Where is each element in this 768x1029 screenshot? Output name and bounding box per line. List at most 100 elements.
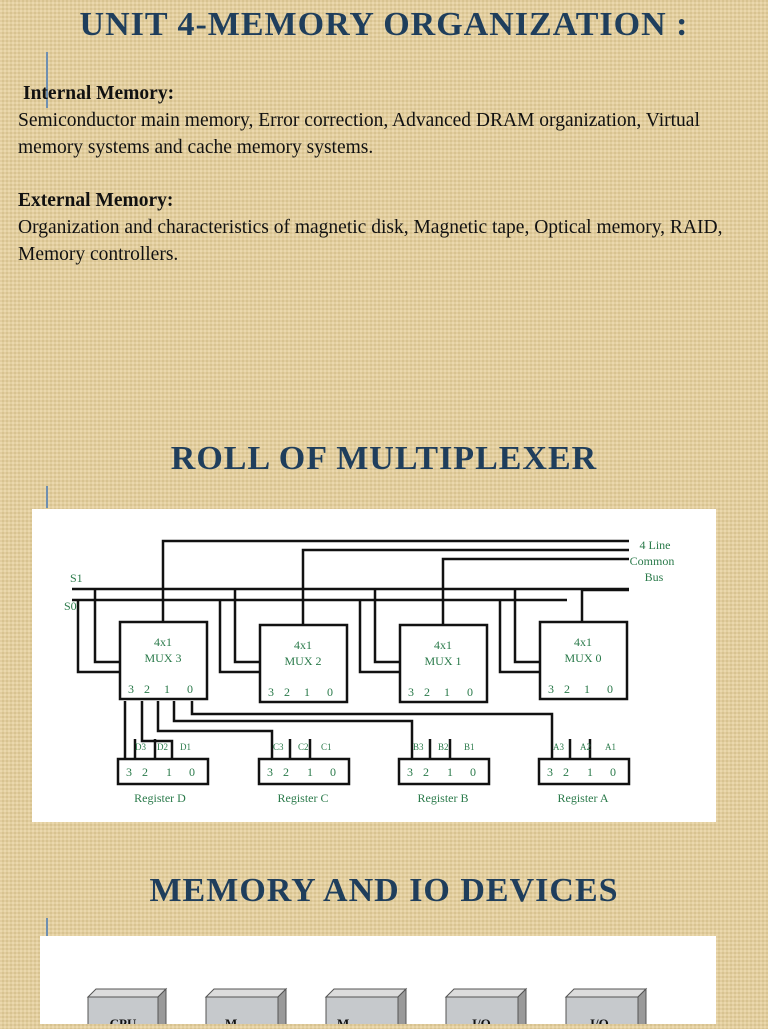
mux-3-box: [118, 620, 209, 701]
mux-3-input-1: 1: [164, 682, 170, 696]
register-a-digit-2: 2: [563, 765, 569, 779]
register-c-bit-1: C1: [321, 742, 332, 752]
io-1-label: I/O: [472, 1016, 491, 1024]
register-b-digit-0: 0: [470, 765, 476, 779]
register-d-digit-1: 1: [166, 765, 172, 779]
register-b-bit-3: B3: [413, 742, 424, 752]
slide-accent-line: [46, 486, 48, 508]
register-c: C3 C2 C1 3 2 1 0 Register C: [257, 742, 351, 805]
register-a-bit-3: A3: [553, 742, 564, 752]
memory-box-2: M: [324, 987, 408, 1029]
io-box-2: I/O: [564, 987, 648, 1029]
register-c-digit-0: 0: [330, 765, 336, 779]
memory-io-diagram: CPU M M I/O I/O: [86, 987, 648, 1029]
register-d-digit-2: 2: [142, 765, 148, 779]
io-box-1: I/O: [444, 987, 528, 1029]
register-b-box: [397, 757, 491, 786]
register-c-bit-3: C3: [273, 742, 284, 752]
mux-1-input-2: 2: [424, 685, 430, 699]
slide-title-memory-organization: UNIT 4-MEMORY ORGANIZATION :: [79, 6, 689, 43]
internal-memory-heading: Internal Memory:: [23, 83, 175, 104]
internal-memory-text: Semiconductor main memory, Error correct…: [18, 110, 700, 158]
cpu-box: CPU: [86, 987, 168, 1029]
mux-2-box: [258, 623, 349, 704]
mux-3-size-label: 4x1: [154, 635, 172, 649]
mux-1-input-3: 3: [408, 685, 414, 699]
mux-3-input-3: 3: [128, 682, 134, 696]
register-b-digit-1: 1: [447, 765, 453, 779]
register-a-digit-0: 0: [610, 765, 616, 779]
mux-1-size-label: 4x1: [434, 638, 452, 652]
mux-0-input-1: 1: [584, 682, 590, 696]
register-a-digit-1: 1: [587, 765, 593, 779]
mux-0-size-label: 4x1: [574, 635, 592, 649]
slide-accent-line: [46, 52, 48, 108]
register-a-digit-3: 3: [547, 765, 553, 779]
mux-2-input-1: 1: [304, 685, 310, 699]
io-2-label: I/O: [590, 1016, 609, 1024]
register-a-bit-1: A1: [605, 742, 616, 752]
mux-1-input-1: 1: [444, 685, 450, 699]
mux-0-input-3: 3: [548, 682, 554, 696]
mux-3: 4x1 MUX 3 3 2 1 0: [118, 620, 209, 701]
register-a: A3 A2 A1 3 2 1 0 Register A: [537, 742, 631, 805]
mux-2-label: MUX 2: [284, 654, 321, 668]
mux-0-input-0: 0: [607, 682, 613, 696]
register-c-box: [257, 757, 351, 786]
external-memory-section: External Memory: Organization and charac…: [18, 187, 758, 268]
mux-1-label: MUX 1: [424, 654, 461, 668]
mux-0-box: [538, 620, 629, 701]
mux-3-input-0: 0: [187, 682, 193, 696]
register-d-bit-2: D2: [157, 742, 168, 752]
memory-box-1: M: [204, 987, 288, 1029]
mux-2-input-3: 3: [268, 685, 274, 699]
mux-0-input-2: 2: [564, 682, 570, 696]
register-d-bit-3: D3: [135, 742, 146, 752]
multiplexer-circuit-diagram: 4x1 MUX 3 3 2 1 0 4x1 MUX 2 3 2 1 0 4x1 …: [64, 538, 675, 805]
multiplexer-diagram-panel: 4x1 MUX 3 3 2 1 0 4x1 MUX 2 3 2 1 0 4x1 …: [32, 509, 716, 822]
register-c-digit-3: 3: [267, 765, 273, 779]
bus-label-line-3: Bus: [645, 570, 664, 584]
register-b-label: Register B: [418, 791, 469, 805]
register-d: D3 D2 D1 3 2 1 0 Register D: [116, 742, 210, 805]
register-d-digit-0: 0: [189, 765, 195, 779]
mux-3-label: MUX 3: [144, 651, 181, 665]
mux-1: 4x1 MUX 1 3 2 1 0: [398, 623, 489, 704]
mux-2-input-2: 2: [284, 685, 290, 699]
internal-memory-section: Internal Memory: Semiconductor main memo…: [18, 80, 758, 161]
slide-title-memory-io: MEMORY AND IO DEVICES: [149, 872, 619, 909]
mux-1-box: [398, 623, 489, 704]
register-a-label: Register A: [558, 791, 609, 805]
memory-1-label: M: [225, 1016, 237, 1024]
external-memory-heading: External Memory:: [18, 190, 174, 211]
mux-3-input-2: 2: [144, 682, 150, 696]
register-a-box: [537, 757, 631, 786]
register-wires: [123, 701, 592, 759]
register-b-digit-3: 3: [407, 765, 413, 779]
register-c-bit-2: C2: [298, 742, 309, 752]
register-b: B3 B2 B1 3 2 1 0 Register B: [397, 742, 491, 805]
select-line-s1-label: S1: [70, 571, 83, 585]
register-b-bit-1: B1: [464, 742, 475, 752]
register-c-label: Register C: [278, 791, 329, 805]
slide-title-multiplexer: ROLL OF MULTIPLEXER: [170, 440, 598, 477]
register-d-digit-3: 3: [126, 765, 132, 779]
bus-label-line-2: Common: [630, 554, 675, 568]
register-d-bit-1: D1: [180, 742, 191, 752]
mux-0-label: MUX 0: [564, 651, 601, 665]
mux-0: 4x1 MUX 0 3 2 1 0: [538, 620, 629, 701]
memory-io-diagram-panel: CPU M M I/O I/O: [40, 936, 716, 1029]
cpu-label: CPU: [110, 1016, 137, 1024]
register-c-digit-1: 1: [307, 765, 313, 779]
register-b-digit-2: 2: [423, 765, 429, 779]
mux-2: 4x1 MUX 2 3 2 1 0: [258, 623, 349, 704]
memory-2-label: M: [337, 1016, 349, 1024]
register-d-box: [116, 757, 210, 786]
slide-accent-line: [46, 918, 48, 936]
bus-label-line-1: 4 Line: [640, 538, 671, 552]
register-b-bit-2: B2: [438, 742, 449, 752]
mux-2-size-label: 4x1: [294, 638, 312, 652]
external-memory-text: Organization and characteristics of magn…: [18, 217, 723, 265]
register-a-bit-2: A2: [580, 742, 591, 752]
bus-wires: [72, 539, 629, 674]
